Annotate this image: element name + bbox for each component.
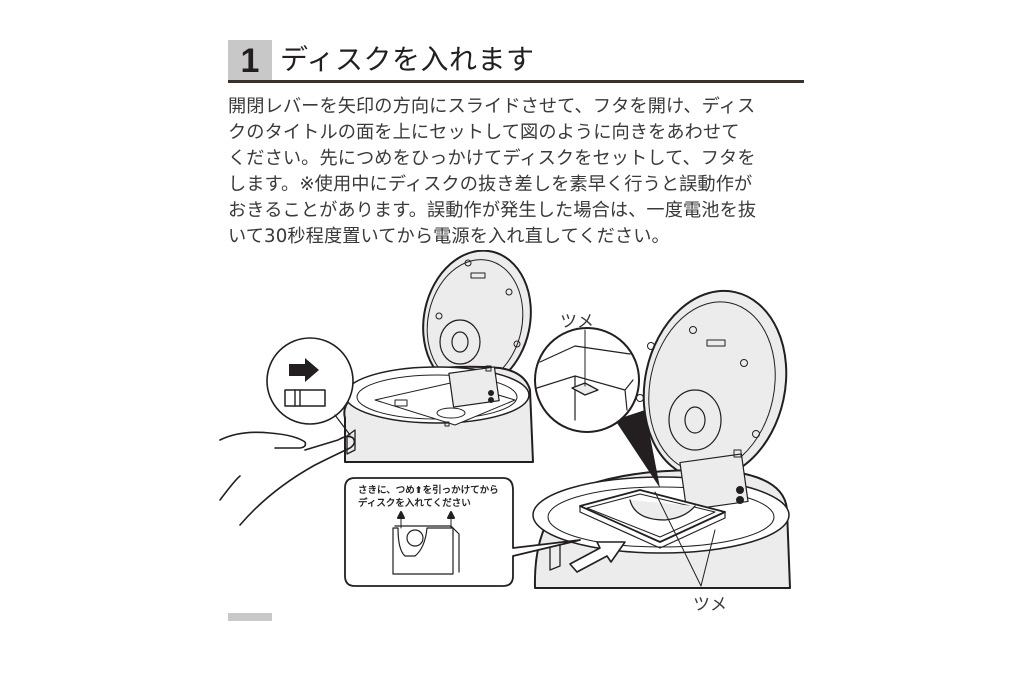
left-device-lid-icon <box>422 250 532 391</box>
disc-insertion-illustration: ツメ ツメ さきに、つめ⬆を引っかけてから ディスクを入れてください <box>215 250 815 620</box>
instruction-line: おきることがあります。誤動作が発生した場合は、一度電池を抜 <box>228 200 757 221</box>
illustration-drawing <box>219 250 791 589</box>
step-number-box: 1 <box>228 40 272 80</box>
next-step-number-box-partial <box>228 613 272 621</box>
step-title: ディスクを入れます <box>280 43 535 76</box>
step-heading: 1 ディスクを入れます <box>228 38 804 83</box>
hand-icon <box>219 431 356 526</box>
tab-label-top: ツメ <box>560 312 594 332</box>
disc-cartridge-icon <box>579 489 726 549</box>
push-arrow-icon <box>569 541 626 573</box>
callout-balloon-icon <box>344 477 581 587</box>
step-number: 1 <box>240 42 260 80</box>
left-device-body-icon <box>343 365 534 463</box>
callout-text-line1: さきに、つめ⬆を引っかけてから <box>358 485 499 496</box>
instruction-paragraph: 開閉レバーを矢印の方向にスライドさせて、フタを開け、ディス クのタイトルの面を上… <box>228 94 808 250</box>
instruction-line: クのタイトルの面を上にセットして図のように向きをあわせて <box>228 122 740 143</box>
callout-text-line2: ディスクを入れてください <box>358 498 471 509</box>
tab-magnifier-icon <box>534 327 660 488</box>
instruction-line: します。※使用中にディスクの抜き差しを素早く行うと誤動作が <box>228 174 753 195</box>
heading-underline <box>228 80 804 83</box>
tab-label-bottom: ツメ <box>693 595 727 615</box>
lever-magnifier-icon <box>266 337 354 436</box>
right-device-lid-icon <box>636 289 788 486</box>
instruction-line: 開閉レバーを矢印の方向にスライドさせて、フタを開け、ディス <box>228 96 756 117</box>
instruction-line: いて30秒程度置いてから電源を入れ直してください。 <box>228 226 670 247</box>
instruction-line: ください。先につめをひっかけてディスクをセットして、フタを <box>228 148 756 169</box>
